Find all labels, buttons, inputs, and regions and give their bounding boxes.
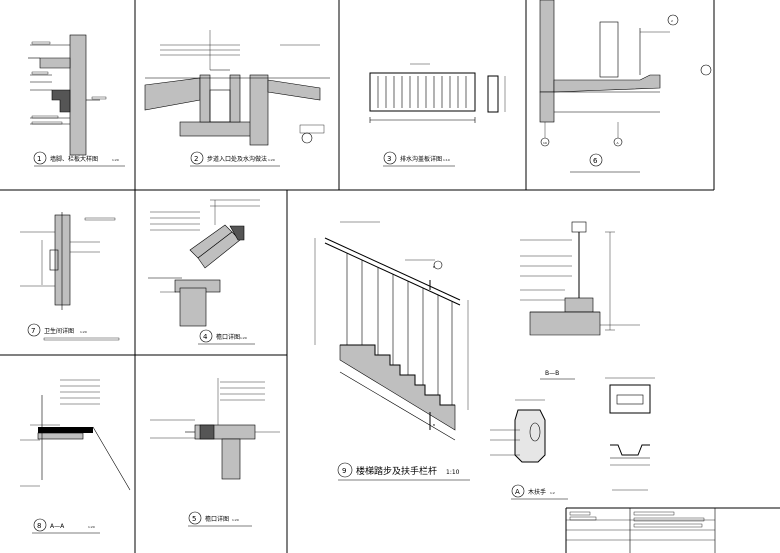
axis-label-a: A bbox=[617, 141, 620, 145]
detail-3-number: 3 bbox=[387, 155, 391, 163]
detail-7-caption: 7 卫生间详图 1:20 bbox=[27, 323, 120, 341]
detail-5-title: 檐口详图 bbox=[205, 515, 229, 523]
detail-7-number: 7 bbox=[31, 327, 35, 335]
detail-a-scale: 1:2 bbox=[550, 491, 555, 495]
detail-5-caption: 5 檐口详图 1:20 bbox=[188, 511, 252, 527]
grating-bars bbox=[377, 76, 467, 108]
detail-8-scale: 1:20 bbox=[88, 525, 95, 529]
detail-7-scale: 1:20 bbox=[80, 330, 87, 334]
detail-2-title: 步道入口处及水沟做法 bbox=[207, 155, 267, 163]
cut-mark-top: B bbox=[433, 265, 435, 269]
title-block bbox=[569, 511, 705, 528]
detail-7-title: 卫生间详图 bbox=[44, 327, 74, 335]
detail-1-drawing bbox=[28, 34, 107, 156]
detail-2-caption: 2 步道入口处及水沟做法 1:20 bbox=[190, 151, 280, 167]
section-bb-caption: B—B bbox=[540, 370, 575, 380]
detail-3-caption: 3 排水沟盖板详图 1:10 bbox=[383, 151, 455, 167]
detail-3-drawing bbox=[369, 63, 506, 123]
detail-2-drawing bbox=[144, 30, 330, 146]
detail-2-scale: 1:20 bbox=[268, 158, 275, 162]
detail-8-caption: 8 A—A 1:20 bbox=[32, 518, 100, 534]
detail-a-number: A bbox=[515, 488, 520, 496]
stair-balusters bbox=[346, 253, 453, 405]
section-bb-drawing bbox=[520, 221, 640, 336]
axis-label-2: 2 bbox=[671, 19, 673, 23]
detail-1-caption: 1 墙脚、栏板大样图 1:20 bbox=[33, 151, 125, 167]
detail-9-scale: 1:10 bbox=[446, 469, 460, 476]
detail-4-caption: 4 檐口详图 1:20 bbox=[198, 329, 255, 345]
cut-mark-bottom: B bbox=[433, 423, 435, 427]
detail-9-drawing: B B bbox=[314, 221, 469, 441]
detail-5-number: 5 bbox=[192, 515, 196, 523]
detail-9-title: 楼梯踏步及扶手栏杆 bbox=[356, 465, 437, 477]
detail-5-drawing bbox=[150, 378, 280, 480]
detail-5-scale: 1:20 bbox=[232, 518, 239, 522]
detail-9-caption: 9 楼梯踏步及扶手栏杆 1:10 bbox=[337, 462, 470, 481]
detail-4-drawing bbox=[148, 199, 260, 327]
detail-8-drawing bbox=[20, 379, 131, 491]
detail-8-number: 8 bbox=[37, 522, 41, 530]
detail-3-scale: 1:10 bbox=[443, 158, 450, 162]
detail-6-caption: 6 bbox=[570, 153, 640, 173]
detail-1-number: 1 bbox=[37, 155, 41, 163]
section-bb-title: B—B bbox=[545, 370, 559, 377]
detail-4-number: 4 bbox=[203, 333, 208, 341]
detail-1-scale: 1:20 bbox=[112, 158, 119, 162]
detail-a-title: 木扶手 bbox=[528, 488, 546, 496]
detail-1-title: 墙脚、栏板大样图 bbox=[50, 155, 98, 163]
detail-6-number: 6 bbox=[593, 157, 598, 165]
detail-7-drawing bbox=[20, 212, 116, 310]
detail-8-title: A—A bbox=[50, 523, 65, 530]
detail-4-title: 檐口详图 bbox=[216, 333, 240, 341]
detail-a-caption: A 木扶手 1:2 bbox=[511, 484, 568, 500]
detail-2-number: 2 bbox=[194, 155, 198, 163]
detail-4-scale: 1:20 bbox=[240, 336, 247, 340]
detail-a-drawing bbox=[490, 377, 655, 491]
axis-label-19: 19 bbox=[543, 141, 547, 145]
detail-6-drawing: 2 19 A bbox=[539, 0, 712, 147]
detail-9-number: 9 bbox=[342, 467, 346, 475]
detail-3-title: 排水沟盖板详图 bbox=[400, 155, 442, 163]
